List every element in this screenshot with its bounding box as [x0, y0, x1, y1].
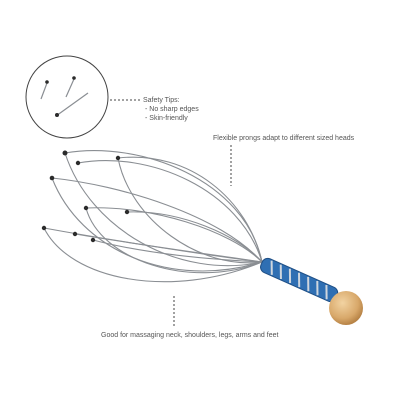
prong-tip	[72, 231, 78, 237]
prong-tip	[124, 209, 130, 215]
detail-prong-3	[55, 92, 89, 117]
detail-prong-tip-1	[45, 80, 49, 84]
detail-prong-1	[40, 82, 48, 100]
prong-tip	[83, 205, 89, 211]
safety-tips-title: Safety Tips:	[143, 97, 180, 104]
prong-tip	[115, 155, 121, 161]
prong-tips	[41, 150, 130, 243]
prong-tip	[90, 237, 96, 243]
detail-circle	[25, 55, 109, 139]
wooden-knob	[329, 291, 363, 325]
safety-tips: Safety Tips: - No sharp edges - Skin-fri…	[143, 96, 199, 123]
handle-grip	[260, 257, 339, 303]
prong-tip	[75, 160, 81, 166]
prong-tip	[62, 150, 68, 156]
prong-tip	[41, 225, 47, 231]
prong-tip-detail-inset	[25, 55, 109, 139]
safety-tip-1: - No sharp edges	[145, 106, 199, 113]
safety-tip-2: - Skin-friendly	[145, 115, 188, 122]
wire-prongs	[43, 150, 263, 283]
usage-note: Good for massaging neck, shoulders, legs…	[101, 332, 279, 339]
detail-prong-2	[65, 78, 75, 98]
prong-tip	[49, 175, 55, 181]
prongs-note: Flexible prongs adapt to different sized…	[213, 135, 355, 142]
detail-prong-tip-3	[55, 113, 59, 117]
detail-prong-tip-2	[72, 76, 76, 80]
